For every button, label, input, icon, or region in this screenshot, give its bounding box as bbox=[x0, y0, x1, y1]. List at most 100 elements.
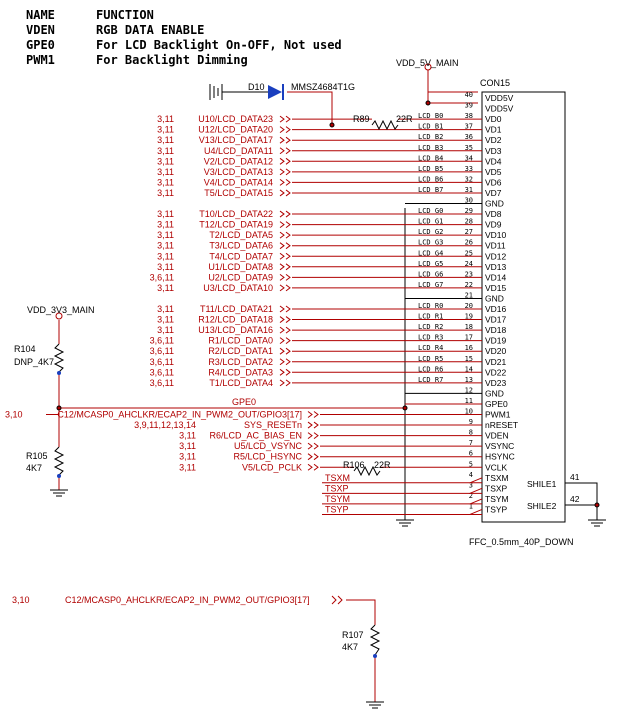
pin-name: VDEN bbox=[485, 431, 509, 441]
offpage-arrow bbox=[307, 453, 319, 461]
svg-text:DNP_4K7: DNP_4K7 bbox=[14, 357, 54, 367]
header-function: For Backlight Dimming bbox=[96, 53, 248, 67]
signal-net-name: T2/LCD_DATA5 bbox=[209, 230, 273, 240]
connector-ref: CON15 bbox=[480, 78, 510, 88]
resistor-r107: R107 4K7 bbox=[342, 624, 381, 658]
signal-sheet-ref: 3,6,11 bbox=[150, 378, 174, 388]
signal-sheet-ref: 3,6,11 bbox=[150, 272, 174, 282]
header-name: PWM1 bbox=[26, 53, 55, 67]
pin-net-label: LCD R3 bbox=[418, 334, 443, 342]
pin-name: PWM1 bbox=[485, 410, 511, 420]
bottom-signal: 3,10 C12/MCASP0_AHCLKR/ECAP2_IN_PWM2_OUT… bbox=[12, 595, 343, 605]
ground-icon bbox=[396, 519, 414, 527]
pin-number: 14 bbox=[465, 365, 473, 373]
pin-name: VDD5V bbox=[485, 104, 514, 114]
signal-net-name: U10/LCD_DATA23 bbox=[198, 114, 273, 124]
signal-sheet-ref: 3,11 bbox=[157, 241, 174, 251]
svg-text:4K7: 4K7 bbox=[342, 642, 358, 652]
svg-text:R104: R104 bbox=[14, 344, 36, 354]
signal-sheet-ref: 3,11 bbox=[157, 135, 174, 145]
resistor-r104: R104 DNP_4K7 bbox=[14, 343, 65, 375]
signal-net-name: R12/LCD_DATA18 bbox=[198, 315, 273, 325]
offpage-arrow bbox=[279, 136, 291, 144]
pin-number: 24 bbox=[465, 260, 473, 268]
pin-number: 10 bbox=[465, 408, 473, 416]
offpage-arrow bbox=[279, 326, 291, 334]
pin-number: 27 bbox=[465, 228, 473, 236]
signal-net-name: C12/MCASP0_AHCLKR/ECAP2_IN_PWM2_OUT/GPIO… bbox=[57, 410, 302, 420]
ground-icon bbox=[366, 701, 384, 709]
pin-number: 6 bbox=[469, 450, 473, 458]
junction-dot bbox=[594, 502, 600, 508]
pin-name: GND bbox=[485, 293, 504, 303]
pin-net-label: LCD G3 bbox=[418, 239, 443, 247]
pin-number: 15 bbox=[465, 355, 473, 363]
pin-name: VD0 bbox=[485, 114, 502, 124]
junction-dot bbox=[425, 100, 431, 106]
touch-net-name: TSYM bbox=[325, 494, 350, 504]
signal-net-name: R4/LCD_DATA3 bbox=[208, 367, 273, 377]
signal-net-name: R5/LCD_HSYNC bbox=[233, 452, 302, 462]
svg-text:3,10: 3,10 bbox=[12, 595, 30, 605]
pin-net-label: LCD G5 bbox=[418, 260, 443, 268]
pin-number: 40 bbox=[465, 91, 473, 99]
signal-net-name: T4/LCD_DATA7 bbox=[209, 251, 273, 261]
pin-number: 9 bbox=[469, 418, 473, 426]
pin-number: 17 bbox=[465, 334, 473, 342]
pin-name: GND bbox=[485, 388, 504, 398]
signal-sheet-ref: 3,11 bbox=[179, 431, 196, 441]
shield2-pin: 42 bbox=[570, 494, 580, 504]
ground-icon bbox=[50, 489, 68, 497]
pin-number: 26 bbox=[465, 239, 473, 247]
ground-icon bbox=[588, 519, 606, 527]
signal-sheet-ref: 3,11 bbox=[157, 251, 174, 261]
junction-dot bbox=[329, 122, 335, 128]
offpage-arrow bbox=[279, 115, 291, 123]
pin-net-label: LCD R7 bbox=[418, 376, 443, 384]
signal-sheet-ref: 3,11 bbox=[179, 462, 196, 472]
signal-net-name: SYS_RESETn bbox=[244, 420, 302, 430]
signal-net-name: U5/LCD_VSYNC bbox=[234, 441, 303, 451]
pin-name: VD10 bbox=[485, 230, 507, 240]
pin-number: 29 bbox=[465, 207, 473, 215]
svg-text:4K7: 4K7 bbox=[26, 463, 42, 473]
pin-number: 16 bbox=[465, 344, 473, 352]
pin-name: VD9 bbox=[485, 220, 502, 230]
pin-number: 20 bbox=[465, 302, 473, 310]
svg-text:R105: R105 bbox=[26, 451, 48, 461]
pin-number: 8 bbox=[469, 429, 473, 437]
offpage-arrow bbox=[279, 147, 291, 155]
svg-text:C12/MCASP0_AHCLKR/ECAP2_IN_PWM: C12/MCASP0_AHCLKR/ECAP2_IN_PWM2_OUT/GPIO… bbox=[65, 595, 310, 605]
pin-number: 5 bbox=[469, 460, 473, 468]
header-function: RGB DATA ENABLE bbox=[96, 23, 204, 37]
offpage-arrow bbox=[279, 242, 291, 250]
pin-number: 34 bbox=[465, 154, 473, 162]
signal-sheet-ref: 3,9,11,12,13,14 bbox=[134, 420, 196, 430]
touch-net-name: TSXP bbox=[325, 483, 349, 493]
pin-net-label: LCD B0 bbox=[418, 112, 443, 120]
offpage-arrow bbox=[279, 284, 291, 292]
shield1-pin: 41 bbox=[570, 472, 580, 482]
offpage-arrow bbox=[279, 168, 291, 176]
offpage-arrow bbox=[279, 179, 291, 186]
offpage-arrow bbox=[279, 379, 291, 387]
signal-net-name: U13/LCD_DATA16 bbox=[198, 325, 273, 335]
pin-name: GND bbox=[485, 199, 504, 209]
pin-name: VCLK bbox=[485, 462, 508, 472]
pin-number: 35 bbox=[465, 144, 473, 152]
pin-name: VD21 bbox=[485, 357, 507, 367]
resistor-r105: R105 4K7 bbox=[26, 446, 65, 478]
offpage-arrow bbox=[307, 463, 319, 471]
pin-net-label: LCD G2 bbox=[418, 228, 443, 236]
svg-text:22R: 22R bbox=[396, 114, 413, 124]
header-name: VDEN bbox=[26, 23, 55, 37]
svg-text:MMSZ4684T1G: MMSZ4684T1G bbox=[291, 82, 355, 92]
signal-sheet-ref: 3,11 bbox=[157, 167, 174, 177]
signal-net-name: U12/LCD_DATA20 bbox=[198, 125, 273, 135]
signal-net-name: R6/LCD_AC_BIAS_EN bbox=[209, 431, 302, 441]
pin-net-label: LCD R2 bbox=[418, 323, 443, 331]
svg-text:22R: 22R bbox=[374, 460, 391, 470]
header-function: For LCD Backlight On-OFF, Not used bbox=[96, 38, 342, 52]
pin-number: 19 bbox=[465, 313, 473, 321]
